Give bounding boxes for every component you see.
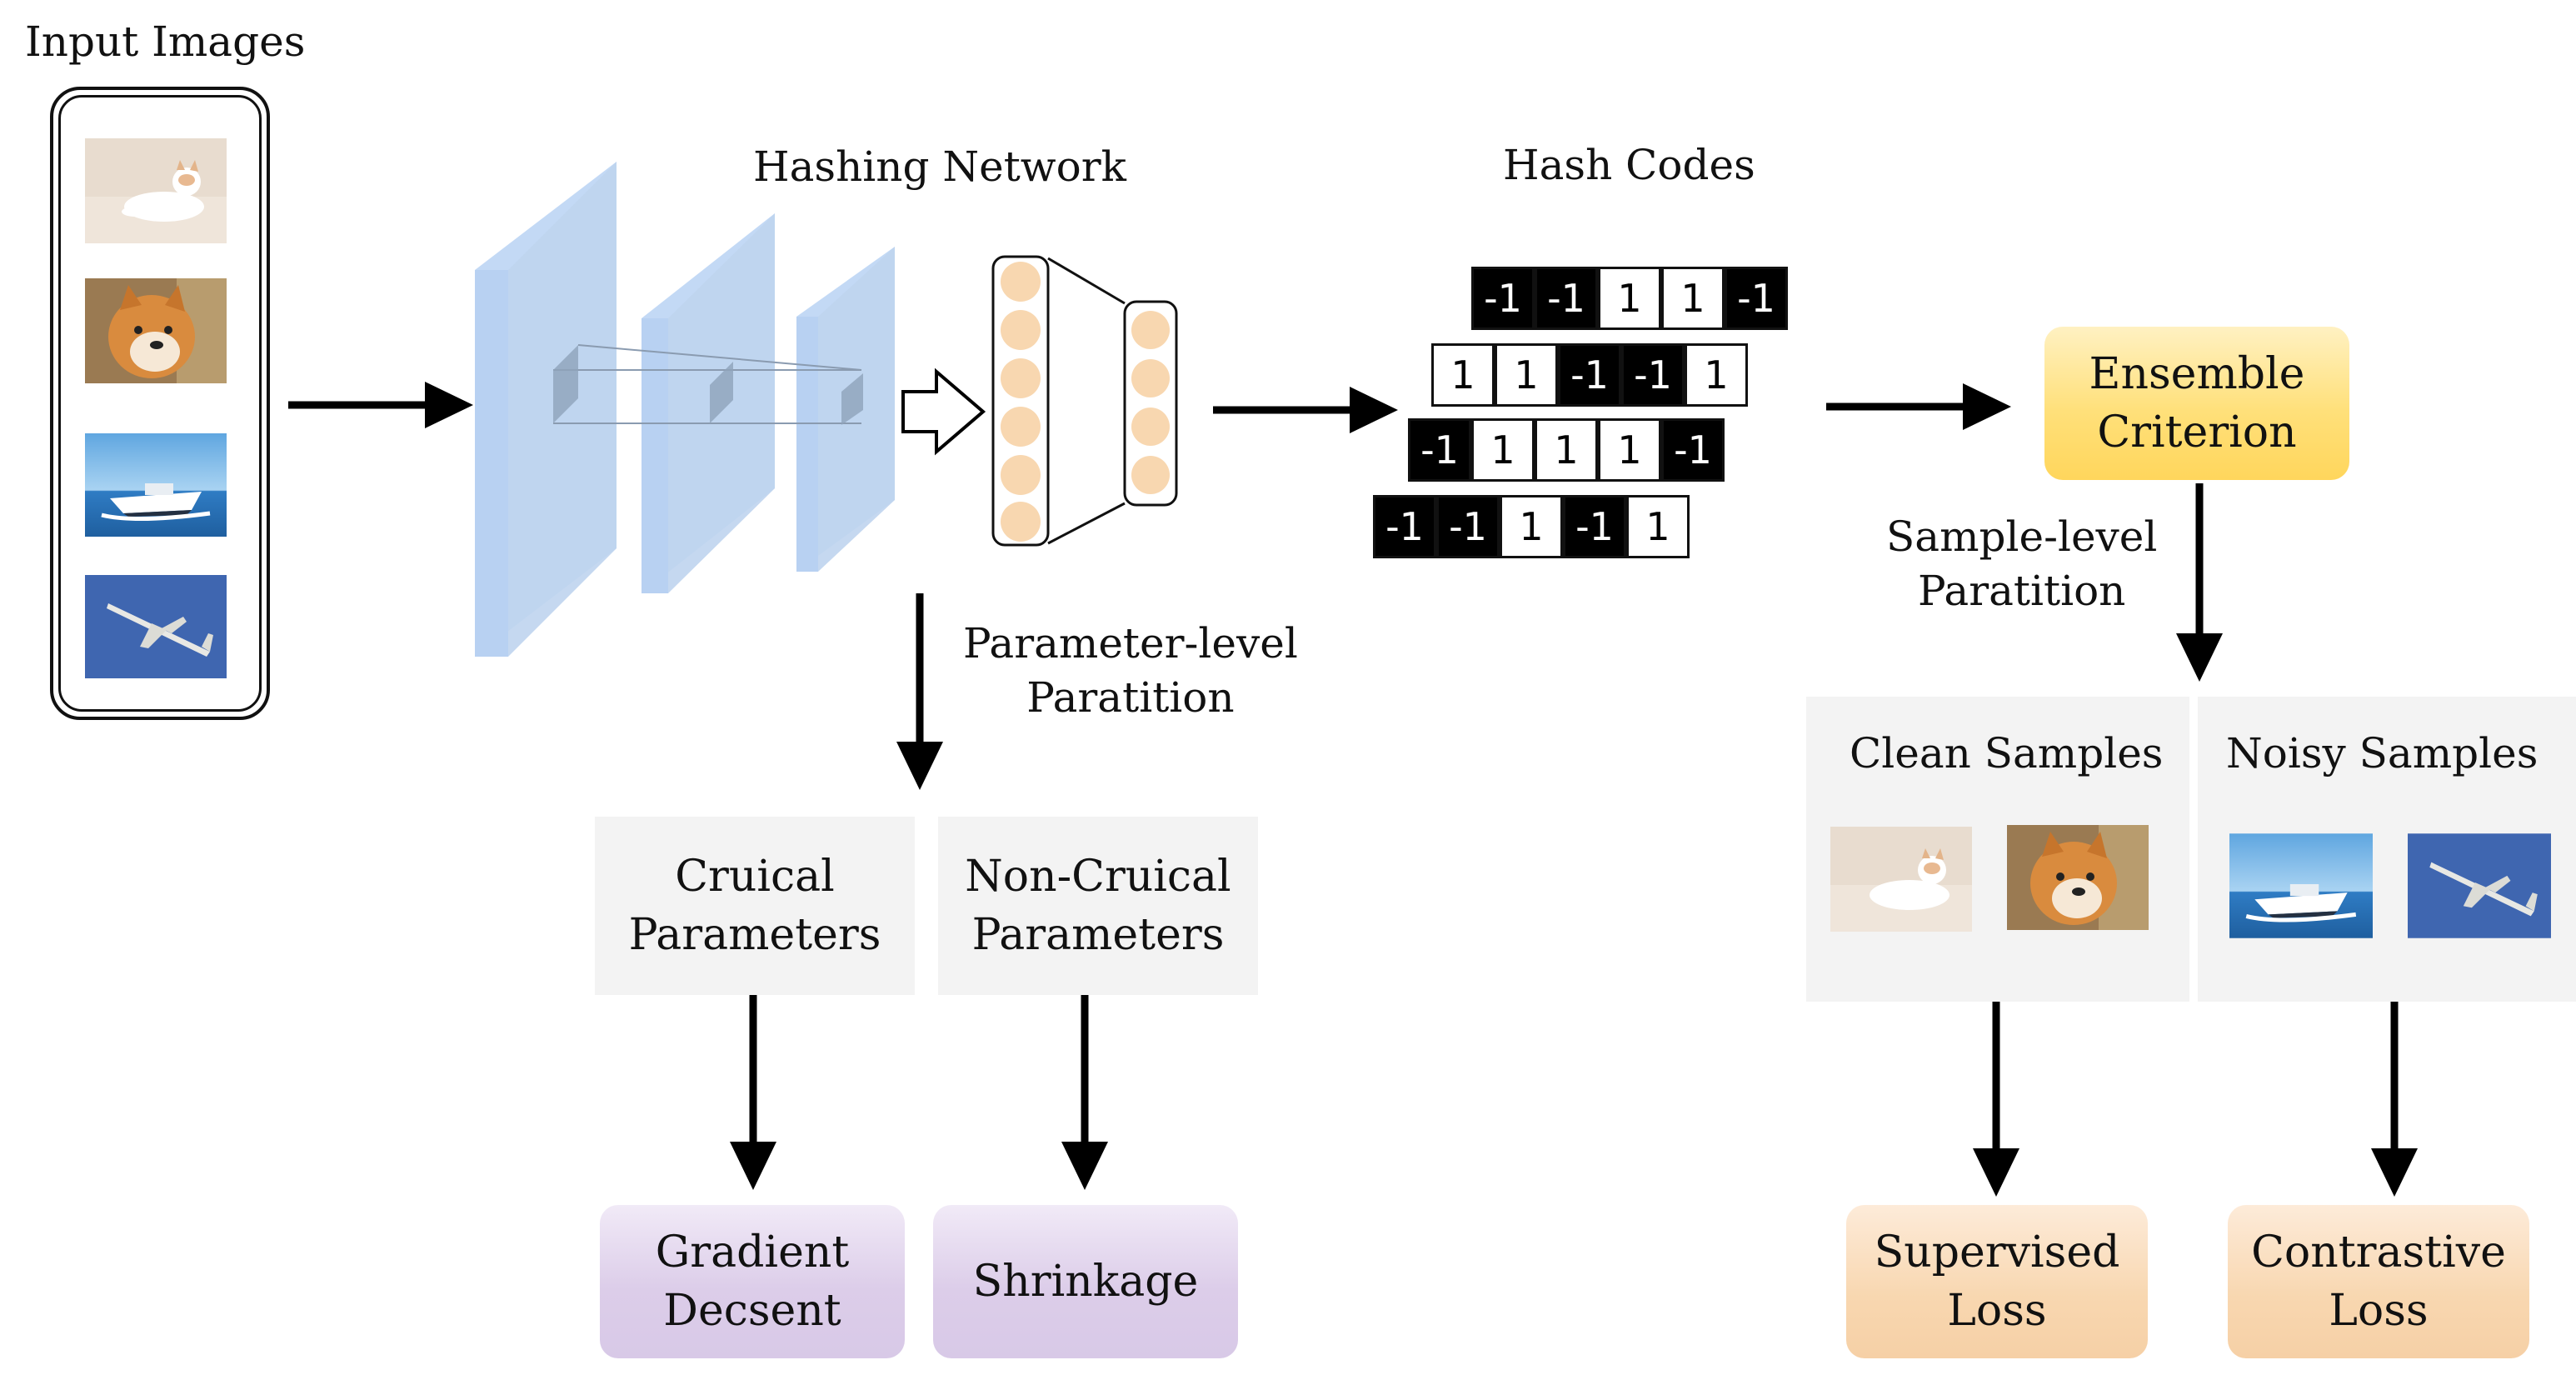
arrow-clean-to-supervised <box>1973 1002 2019 1197</box>
arrow-network-to-hash <box>1213 387 1398 433</box>
ensemble-criterion-box: Ensemble Criterion <box>2044 327 2349 480</box>
noisy-plane-image <box>2408 833 2551 938</box>
hash-codes-label: Hash Codes <box>1503 141 1755 189</box>
conv-layer-2 <box>642 213 775 593</box>
clean-samples-title: Clean Samples <box>1850 729 2164 778</box>
hash-bit: 1 <box>1535 418 1598 482</box>
arrow-parameter-partition <box>896 593 943 790</box>
hash-bit: 1 <box>1471 418 1535 482</box>
arrow-noisy-to-contrastive <box>2371 1002 2418 1197</box>
crucial-parameters-box: Cruical Parameters <box>595 817 915 995</box>
hashing-network-label: Hashing Network <box>753 142 1126 191</box>
hash-bit: -1 <box>1558 343 1621 407</box>
noisy-boat-image <box>2229 833 2373 938</box>
conv-layer-1 <box>475 162 617 657</box>
hash-bit: -1 <box>1471 267 1535 330</box>
arrow-noncrucial-to-shrinkage <box>1061 995 1108 1190</box>
speedboat-image <box>85 433 227 537</box>
hash-bit: 1 <box>1500 495 1563 558</box>
noisy-samples-title: Noisy Samples <box>2226 729 2539 778</box>
cat-image <box>85 138 227 243</box>
hash-bit: -1 <box>1661 418 1725 482</box>
hash-bit: 1 <box>1431 343 1495 407</box>
arrow-input-to-network <box>288 382 473 428</box>
receptive-field <box>553 344 862 424</box>
hash-bit: -1 <box>1535 267 1598 330</box>
sample-partition-label: Sample-level Paratition <box>1886 512 2158 615</box>
supervised-loss-box: Supervised Loss <box>1846 1205 2148 1358</box>
arrow-sample-partition <box>2176 483 2223 682</box>
shrinkage-box: Shrinkage <box>933 1205 1238 1358</box>
fc-layer-2 <box>1123 300 1178 507</box>
clean-cat-image <box>1830 827 1973 932</box>
hash-bit: 1 <box>1598 267 1661 330</box>
airplane-image <box>85 575 227 678</box>
hash-bit: 1 <box>1626 495 1690 558</box>
gradient-descent-box: Gradient Decsent <box>600 1205 905 1358</box>
hash-bit: -1 <box>1621 343 1685 407</box>
hash-bit: 1 <box>1661 267 1725 330</box>
hash-bit: 1 <box>1495 343 1558 407</box>
arrow-crucial-to-gradient <box>730 995 776 1190</box>
hash-bit: -1 <box>1725 267 1788 330</box>
hash-bit: -1 <box>1408 418 1471 482</box>
hash-bit: -1 <box>1563 495 1626 558</box>
hash-bit: -1 <box>1436 495 1500 558</box>
contrastive-loss-box: Contrastive Loss <box>2228 1205 2529 1358</box>
non-crucial-parameters-box: Non-Cruical Parameters <box>938 817 1258 995</box>
hash-bit: -1 <box>1373 495 1436 558</box>
shiba-dog-image <box>85 278 227 383</box>
hash-bit: 1 <box>1685 343 1748 407</box>
parameter-partition-label: Parameter-level Paratition <box>963 619 1298 722</box>
clean-dog-image <box>2006 825 2149 930</box>
fc-layer-1 <box>991 255 1050 547</box>
input-images-frame <box>50 87 270 720</box>
hollow-arrow <box>901 368 986 456</box>
input-images-label: Input Images <box>25 18 306 66</box>
hash-bit: 1 <box>1598 418 1661 482</box>
arrow-hash-to-ensemble <box>1826 383 2011 430</box>
